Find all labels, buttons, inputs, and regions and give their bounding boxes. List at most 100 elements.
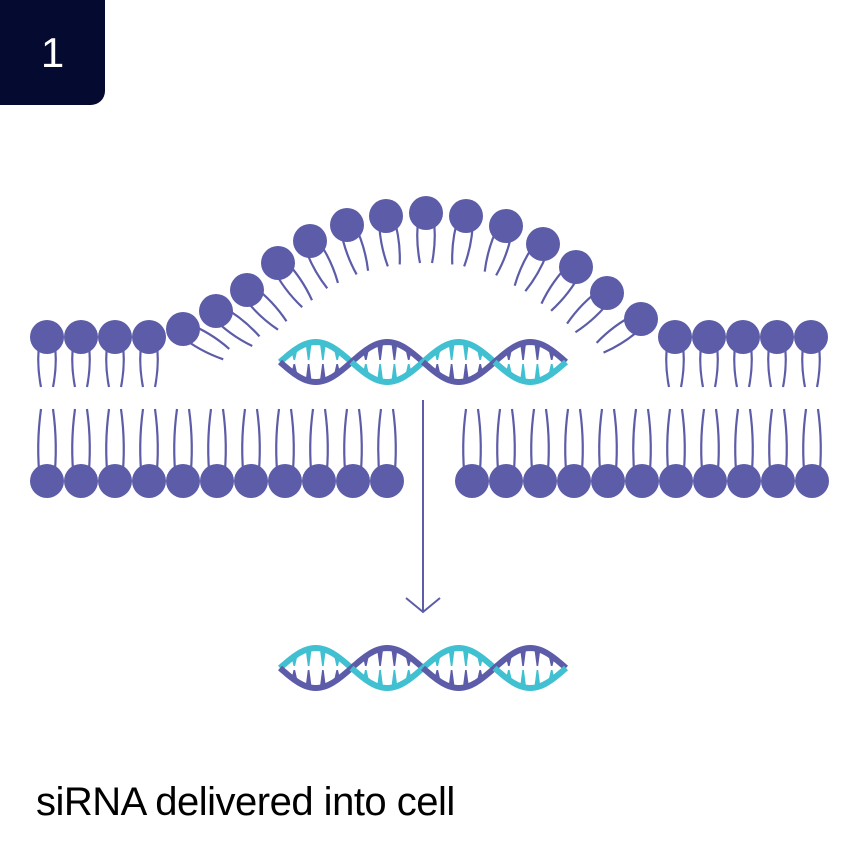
lipid-head (624, 302, 658, 336)
lipid-outer (726, 320, 760, 388)
base-pair (534, 342, 541, 360)
lipid-head (199, 294, 233, 328)
rna-strand (492, 338, 568, 365)
lipid-head (370, 464, 404, 498)
lipid-outer (760, 320, 794, 388)
lipid-head (455, 464, 489, 498)
down-arrow-icon (405, 400, 441, 614)
base-pair (520, 648, 527, 666)
lipid-inner (234, 408, 268, 498)
lipid-outer (199, 294, 261, 347)
lipid-head (526, 227, 560, 261)
lipid-head (330, 208, 364, 242)
base-pair (462, 364, 469, 382)
lipid-outer (409, 196, 443, 264)
lipid-outer (132, 320, 166, 388)
lipid-inner (200, 408, 234, 498)
rna-strand (349, 338, 425, 365)
lipid-head (409, 196, 443, 230)
lipid-inner (591, 408, 625, 498)
lipid-inner (370, 408, 404, 498)
base-pair (462, 648, 469, 666)
sirna-helix-inside-cell (278, 644, 568, 692)
rna-strand (421, 644, 497, 671)
base-pair (520, 670, 527, 688)
caption: siRNA delivered into cell (36, 780, 455, 824)
base-pair (319, 342, 326, 360)
lipid-inner (693, 408, 727, 498)
base-pair (305, 364, 312, 382)
lipid-head (369, 199, 403, 233)
lipid-head (261, 246, 295, 280)
base-pair (448, 648, 455, 666)
lipid-head (727, 464, 761, 498)
lipid-head (98, 464, 132, 498)
lipid-inner (625, 408, 659, 498)
lipid-inner (727, 408, 761, 498)
base-pair (319, 670, 326, 688)
lipid-head (693, 464, 727, 498)
lipid-head (132, 464, 166, 498)
lipid-head (489, 209, 523, 243)
base-pair (391, 670, 398, 688)
lipid-head (98, 320, 132, 354)
rna-strand (349, 665, 425, 692)
lipid-head (200, 464, 234, 498)
base-pair (462, 670, 469, 688)
lipid-inner (761, 408, 795, 498)
lipid-outer (330, 208, 370, 275)
lipid-outer (566, 276, 624, 334)
base-pair (319, 648, 326, 666)
base-pair (448, 364, 455, 382)
lipid-inner (268, 408, 302, 498)
lipid-outer (30, 320, 64, 388)
rna-strand (349, 644, 425, 671)
base-pair (391, 364, 398, 382)
base-pair (377, 670, 384, 688)
rna-strand (278, 359, 354, 386)
lipid-head (692, 320, 726, 354)
base-pair (305, 648, 312, 666)
base-pair (448, 670, 455, 688)
lipid-head (268, 464, 302, 498)
lipid-outer (540, 250, 593, 312)
lipid-inner (98, 408, 132, 498)
lipid-inner (132, 408, 166, 498)
lipid-outer (369, 199, 403, 267)
lipid-head (557, 464, 591, 498)
lipid-inner (455, 408, 489, 498)
rna-strand (349, 359, 425, 386)
lipid-outer (261, 246, 313, 308)
lipid-head (795, 464, 829, 498)
rna-strand (278, 644, 354, 671)
lipid-bilayer-membrane (30, 196, 829, 498)
lipid-outer (293, 224, 340, 289)
lipid-outer (513, 227, 560, 292)
lipid-inner (523, 408, 557, 498)
rna-strand (492, 359, 568, 386)
lipid-head (234, 464, 268, 498)
lipid-inner (166, 408, 200, 498)
lipid-head (132, 320, 166, 354)
base-pair (520, 342, 527, 360)
base-pair (391, 648, 398, 666)
lipid-head (726, 320, 760, 354)
lipid-head (794, 320, 828, 354)
lipid-head (591, 464, 625, 498)
lipid-head (559, 250, 593, 284)
rna-strand (421, 338, 497, 365)
base-pair (377, 364, 384, 382)
base-pair (377, 648, 384, 666)
lipid-outer (98, 320, 132, 388)
lipid-head (166, 464, 200, 498)
lipid-head (30, 464, 64, 498)
lipid-head (64, 464, 98, 498)
lipid-head (64, 320, 98, 354)
lipid-outer (692, 320, 726, 388)
lipid-outer (595, 302, 658, 354)
lipid-head (293, 224, 327, 258)
lipid-head (761, 464, 795, 498)
base-pair (534, 364, 541, 382)
lipid-outer (483, 209, 523, 276)
